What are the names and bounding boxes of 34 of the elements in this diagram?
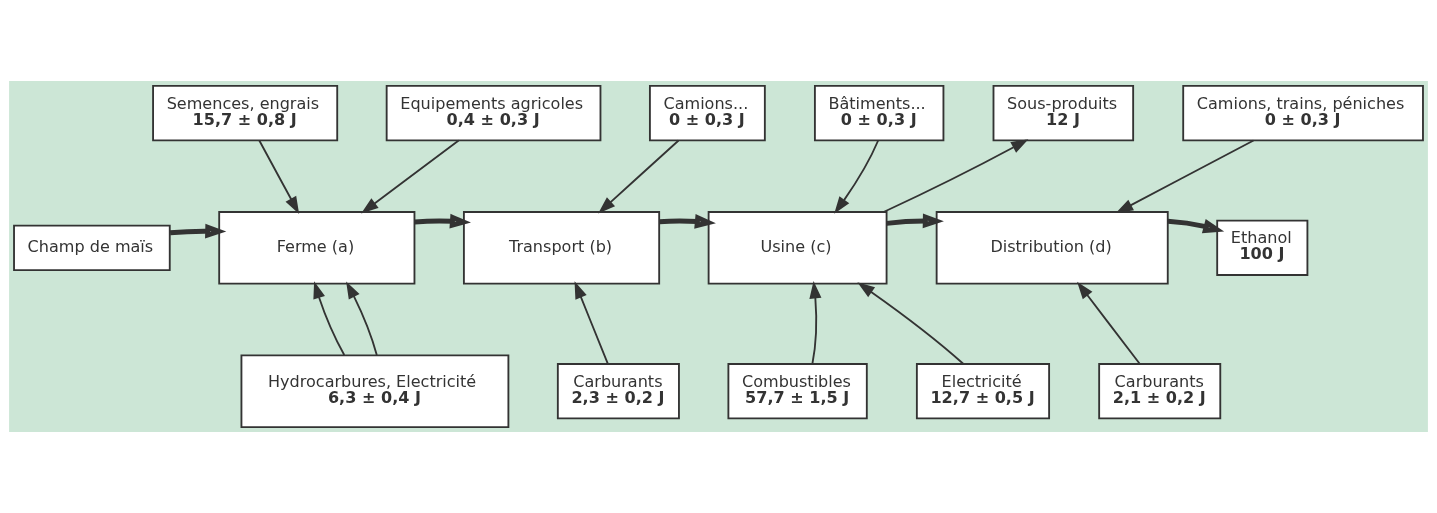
node-box: Semences, engrais 15,7 ± 0,8 J: [152, 85, 339, 142]
arrow: [886, 213, 944, 229]
node-box: Combustibles 57,7 ± 1,5 J: [727, 363, 868, 420]
node-box: Hydrocarbures, Electricité 6,3 ± 0,4 J: [240, 354, 510, 428]
arrow: [834, 139, 880, 214]
node-box: Equipements agricoles 0,4 ± 0,3 J: [385, 85, 602, 142]
node-box: Camions, trains, péniches 0 ± 0,3 J: [1182, 85, 1424, 142]
arrow: [574, 281, 609, 365]
node-box: Electricité 12,7 ± 0,5 J: [915, 363, 1051, 420]
node-box: Sous-produits 12 J: [992, 85, 1135, 142]
arrow: [857, 282, 965, 365]
arrow: [809, 281, 822, 365]
node-box: Transport (b): [462, 211, 661, 285]
node-box: Camions... 0 ± 0,3 J: [649, 85, 766, 142]
arrow: [346, 281, 378, 356]
node-box: Distribution (d): [935, 211, 1169, 285]
arrow: [1167, 218, 1225, 234]
arrow: [883, 139, 1029, 213]
node-box: Carburants 2,1 ± 0,2 J: [1098, 363, 1222, 420]
arrow: [361, 139, 460, 214]
arrow: [598, 139, 680, 214]
node-box: Champ de maïs: [13, 224, 171, 272]
arrow: [1115, 139, 1255, 214]
arrow: [414, 213, 471, 229]
arrow: [258, 139, 300, 214]
arrow: [169, 223, 227, 239]
node-box: Usine (c): [707, 211, 888, 285]
node-box: Ferme (a): [218, 211, 416, 285]
node-box: Bâtiments... 0 ± 0,3 J: [813, 85, 945, 142]
arrow: [1077, 281, 1141, 365]
node-box: Carburants 2,3 ± 0,2 J: [556, 363, 680, 420]
arrow: [659, 214, 716, 229]
node-box: Ethanol 100 J: [1216, 219, 1309, 276]
arrow: [313, 281, 346, 356]
